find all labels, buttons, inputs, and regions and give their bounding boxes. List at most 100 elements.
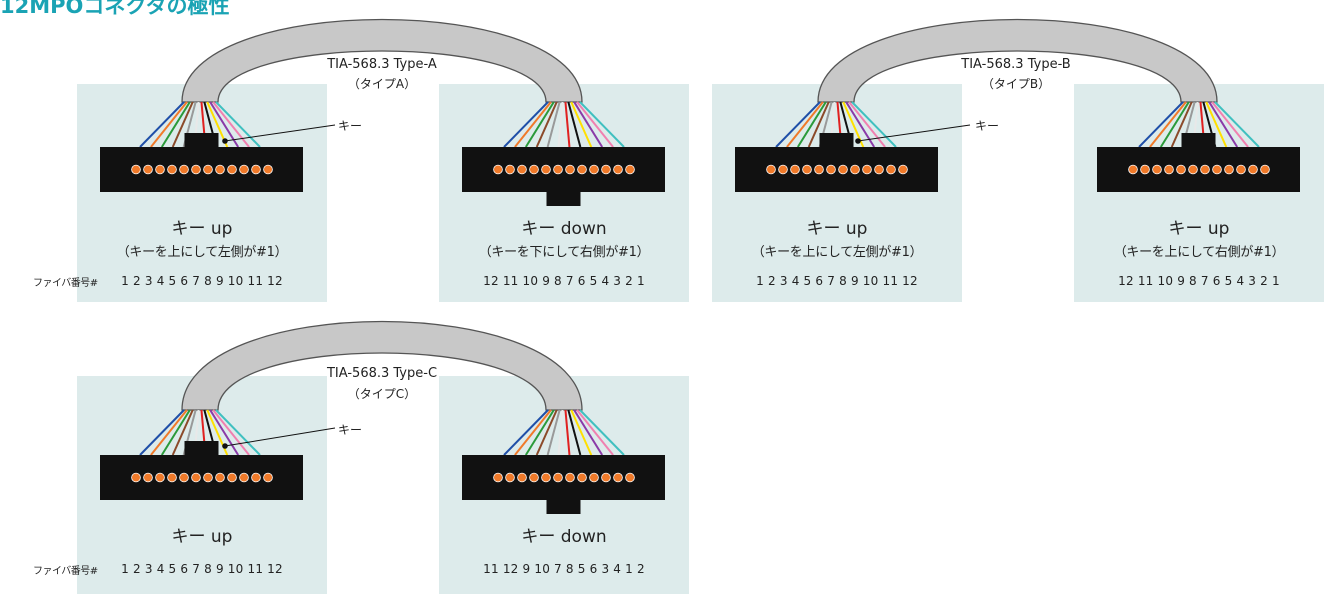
fiber-dot: [143, 164, 153, 175]
fiber-dot: [179, 472, 189, 483]
fiber-dot: [565, 472, 575, 483]
connector-a-left: [100, 133, 303, 192]
fiber-dot: [493, 164, 503, 175]
fiber-strand: [1214, 101, 1260, 148]
fiber-dot: [601, 164, 611, 175]
panel-a-left: [77, 84, 327, 302]
cable-c: [181, 320, 583, 411]
fiber-dot: [263, 164, 273, 175]
connector-c-left: [100, 441, 303, 500]
fiber-strand: [212, 101, 250, 148]
b-left-key: キー up: [806, 219, 868, 239]
svg-text:（タイプC）: （タイプC）: [348, 387, 416, 401]
fiber-strand: [567, 101, 582, 148]
fiber-strand: [570, 409, 593, 456]
fiber-dot: [203, 472, 213, 483]
a-left-key: キー up: [171, 219, 233, 239]
fiber-strand: [576, 409, 614, 456]
fiber-dot: [1128, 164, 1138, 175]
fiber-strand: [786, 101, 824, 148]
fiber-strand: [215, 101, 261, 148]
connector-key: [546, 499, 581, 514]
connector-a-right: [462, 147, 665, 206]
b-right-numbers: 12 11 10 9 8 7 6 5 4 3 2 1: [1118, 274, 1280, 288]
fiber-dot: [1260, 164, 1270, 175]
fiber-dot: [1248, 164, 1258, 175]
fiber-strand: [564, 409, 571, 456]
fiber-dot: [251, 164, 261, 175]
fiber-dot: [766, 164, 776, 175]
fiber-strand: [1208, 101, 1239, 148]
fiber-strand: [215, 409, 261, 456]
fiber-strand: [1170, 101, 1193, 148]
key-pointer-label-c: キー: [338, 423, 362, 437]
connector-c-right: [462, 455, 665, 514]
fiber-dot: [131, 164, 141, 175]
fiber-dot: [1224, 164, 1234, 175]
connector-key: [1181, 133, 1216, 148]
cable-a: [181, 18, 583, 103]
panel-b-right: [1074, 84, 1324, 302]
fiber-strand: [171, 101, 194, 148]
fiber-dot: [613, 472, 623, 483]
fiber-strand: [160, 409, 191, 456]
fiber-strand: [1211, 101, 1249, 148]
fiber-dot: [1188, 164, 1198, 175]
fiber-strand: [807, 101, 830, 148]
fiber-dot: [179, 164, 189, 175]
fiber-strand: [514, 409, 552, 456]
fiber-dot: [577, 164, 587, 175]
fiber-dot: [838, 164, 848, 175]
svg-text:TIA-568.3 Type-B: TIA-568.3 Type-B: [960, 57, 1070, 72]
key-pointer-c: [224, 427, 336, 447]
fiber-dot: [167, 472, 177, 483]
connector-b-right: [1097, 133, 1300, 192]
fiber-strand: [851, 101, 897, 148]
fiber-strand: [567, 409, 582, 456]
fiber-strand: [535, 101, 558, 148]
fiber-dot: [625, 164, 635, 175]
fiber-dot: [589, 472, 599, 483]
fiber-dot: [215, 164, 225, 175]
fiber-dot: [227, 164, 237, 175]
fiber-dot: [215, 472, 225, 483]
fiber-strand: [150, 101, 188, 148]
fiber-dot: [802, 164, 812, 175]
fiber-strand: [171, 409, 194, 456]
fiber-strand: [557, 409, 564, 456]
key-pointer-label-b: キー: [975, 119, 999, 133]
page-title: 12MPOコネクタの極性: [0, 0, 230, 18]
b-left-numbers: 1 2 3 4 5 6 7 8 9 10 11 12: [756, 274, 918, 288]
fiber-dot: [886, 164, 896, 175]
fiber-dot: [493, 472, 503, 483]
svg-text:TIA-568.3 Type-A: TIA-568.3 Type-A: [326, 57, 437, 72]
svg-text:（タイプA）: （タイプA）: [348, 77, 416, 91]
fiber-dot: [529, 164, 539, 175]
a-right-sub: （キーを下にして右側が#1）: [478, 245, 650, 260]
fiber-dot: [826, 164, 836, 175]
fiber-dot: [850, 164, 860, 175]
fiber-strand: [524, 409, 555, 456]
c-right-numbers: 11 12 9 10 7 8 5 6 3 4 1 2: [483, 562, 645, 576]
fiber-strand: [579, 101, 625, 148]
fiber-strand: [557, 101, 564, 148]
fiber-dot: [790, 164, 800, 175]
fiber-dot: [814, 164, 824, 175]
fiber-dot: [874, 164, 884, 175]
fiber-strand: [524, 101, 555, 148]
a-left-numbers: 1 2 3 4 5 6 7 8 9 10 11 12: [121, 274, 283, 288]
fiber-dot: [625, 472, 635, 483]
fiber-dot: [203, 164, 213, 175]
fiber-dot: [553, 164, 563, 175]
fiber-dot: [239, 164, 249, 175]
fiber-strand: [573, 101, 604, 148]
fiber-strand: [570, 101, 593, 148]
fiber-dot: [529, 472, 539, 483]
connector-key: [184, 441, 219, 456]
fiber-dot: [1176, 164, 1186, 175]
fiber-strand: [546, 101, 561, 148]
fiber-dot: [143, 472, 153, 483]
b-left-sub: （キーを上にして左側が#1）: [751, 245, 923, 260]
fiber-dot: [191, 164, 201, 175]
